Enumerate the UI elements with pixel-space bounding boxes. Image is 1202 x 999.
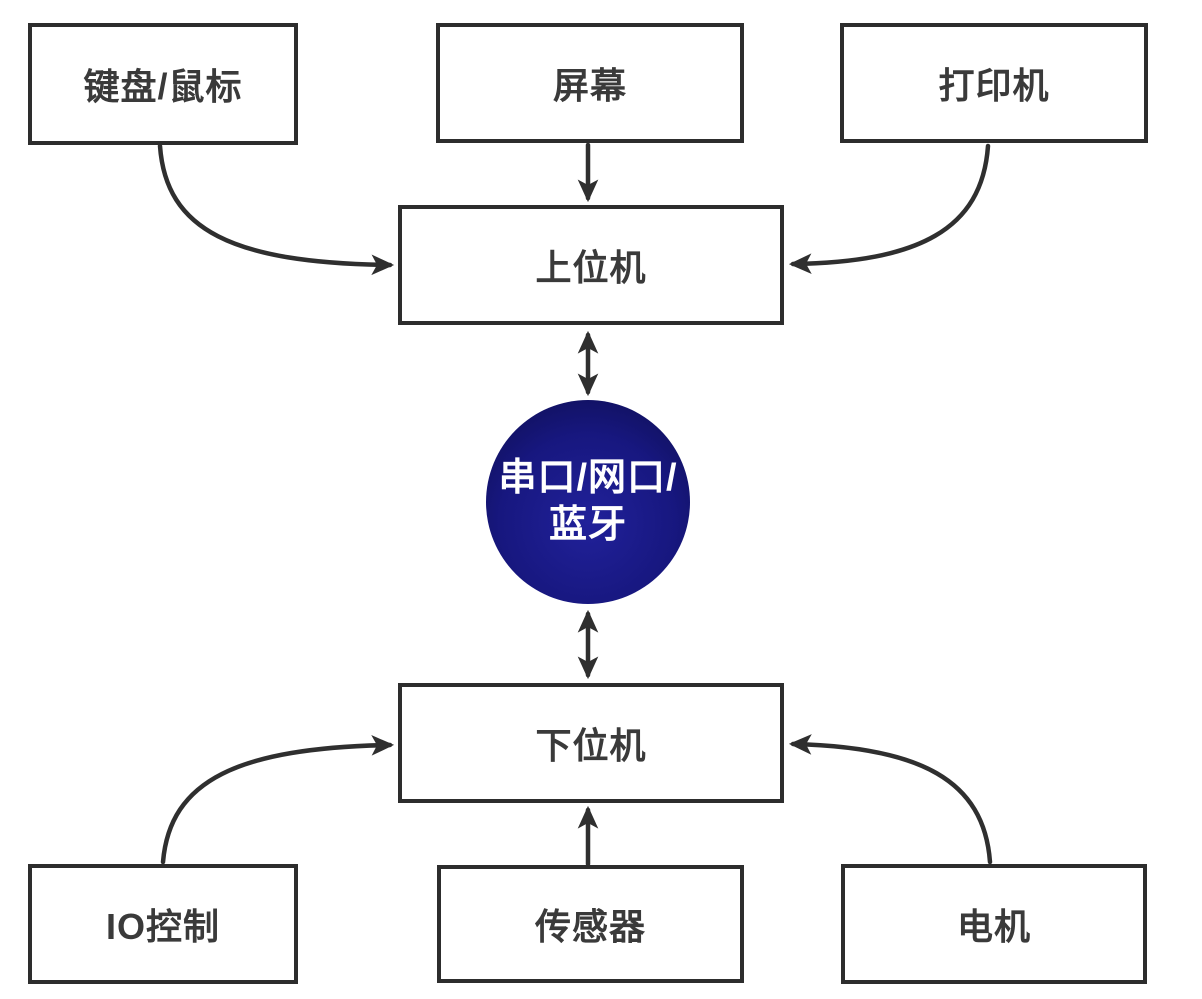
node-keyboard-mouse-label: 键盘/鼠标 [83,66,243,107]
node-io-control: IO控制 [28,864,298,984]
hub-label-line2: 蓝牙 [548,504,627,546]
node-sensor: 传感器 [437,865,744,983]
node-motor: 电机 [841,864,1147,984]
node-keyboard-mouse: 键盘/鼠标 [28,23,298,145]
node-screen: 屏幕 [436,23,744,143]
node-screen-label: 屏幕 [552,65,627,106]
hub-circle-serial-network-bluetooth: 串口/网口/ 蓝牙 [486,400,690,604]
edge-printer-to-host [788,143,991,275]
node-host-computer: 上位机 [398,205,784,325]
edge-motor-to-slave [788,734,993,865]
node-motor-label: 电机 [956,906,1031,947]
node-sensor-label: 传感器 [534,906,646,947]
edge-io-control-to-slave [160,735,395,865]
node-slave-computer: 下位机 [398,683,784,803]
node-printer-label: 打印机 [938,65,1050,106]
edge-keyboard-mouse-to-host [157,143,395,276]
node-host-computer-label: 上位机 [535,247,647,288]
node-slave-computer-label: 下位机 [535,725,647,766]
hub-label-line1: 串口/网口/ [498,457,678,499]
node-printer: 打印机 [840,23,1148,143]
node-io-control-label: IO控制 [105,906,220,947]
